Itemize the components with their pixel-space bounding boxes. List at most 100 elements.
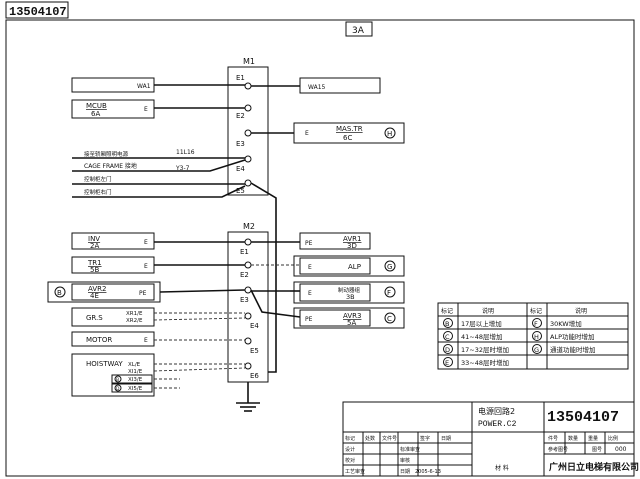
company-name: 广州日立电梯有限公司 <box>549 461 639 473</box>
avr2-box <box>71 283 155 301</box>
tb-row4-c2: 日期 <box>400 469 410 475</box>
alp-marker: G <box>387 263 392 271</box>
avr2-port: PE <box>139 290 147 297</box>
legend-r4-m1: E <box>445 359 449 367</box>
avr3-wire <box>250 289 301 318</box>
m1-e2 <box>244 104 252 112</box>
hoistway-xi3-box <box>111 374 153 384</box>
avr3-sub: 5A <box>347 319 356 327</box>
marker-c-circle <box>384 312 396 324</box>
tb-sheet-value: 000 <box>615 446 627 453</box>
m1-e4-label: E4 <box>236 165 245 173</box>
cage-frame-label: CAGE FRAME 接地 <box>84 162 137 170</box>
title-block: 电源回路2 POWER.C2 13504107 标记 处数 文件号 签字 日期 … <box>342 401 639 477</box>
hoistway-name: HOISTWAY <box>86 360 123 368</box>
tb-row1-c5: 日期 <box>441 436 451 442</box>
hoistway-wire-2 <box>153 367 246 372</box>
inv-name: INV <box>88 235 100 243</box>
marker-h: H <box>387 130 392 138</box>
title-cn: 电源回路2 <box>478 406 515 416</box>
tb-row1-c3: 文件号 <box>382 435 397 442</box>
alp-name: ALP <box>348 263 361 271</box>
mcub-box <box>71 99 155 119</box>
m2-e1-label: E1 <box>240 248 249 256</box>
legend-r2-marker-circle <box>443 331 453 341</box>
tb-right-4: 比例 <box>608 435 618 442</box>
legend-r3-marker2-circle <box>532 344 542 354</box>
brake-outer-box <box>293 281 405 304</box>
title-en: POWER.C2 <box>478 420 517 429</box>
legend-r1-marker-circle <box>443 318 453 328</box>
mastr-sub: 6C <box>343 134 352 142</box>
inv-port: E <box>144 239 148 246</box>
legend-r3-d2: 通道功能时增加 <box>550 345 596 354</box>
avr2-wire <box>159 289 246 293</box>
legend-table: 标记 说明 标记 说明 B 17层以上增加 F 30KW增加 C 41~48层增… <box>437 302 629 370</box>
mcub-port: E <box>144 106 148 113</box>
avr3-outer-box <box>293 307 405 329</box>
cage-light-label: 接至轿厢照明电源 <box>84 150 129 158</box>
tb-ref-label: 参考图号 <box>548 446 568 453</box>
motor-box <box>71 331 155 347</box>
mcub-sub: 6A <box>91 110 100 118</box>
m1-e5-label: E5 <box>236 187 245 195</box>
legend-r1-d1: 17层以上增加 <box>461 319 502 328</box>
avr2-sub: 4E <box>90 292 99 300</box>
hoistway-xi5-box <box>111 383 153 393</box>
legend-r2-d2: ALP功能时增加 <box>550 332 595 341</box>
legend-r3-m1: D <box>445 346 450 354</box>
m2-e6-label: E6 <box>250 372 259 380</box>
marker-f-circle <box>384 286 396 298</box>
tb-row1-c1: 标记 <box>345 435 355 442</box>
tb-sheet-label: 图号 <box>592 447 602 453</box>
hoistway-marker3: B <box>116 377 119 383</box>
tr1-port: E <box>144 263 148 270</box>
tb-right-1: 件号 <box>548 435 558 442</box>
m2-e4-label: E4 <box>250 322 259 330</box>
alp-port: E <box>308 264 312 271</box>
l11-label: 11L16 <box>176 149 195 156</box>
legend-r2-m1: C <box>445 333 450 341</box>
hoistway-port2: XI1/E <box>128 369 143 375</box>
m2-e5-label: E5 <box>250 347 259 355</box>
m2-e6 <box>244 362 252 370</box>
hoistway-port3: XI3/E <box>128 377 143 383</box>
legend-r3-marker-circle <box>443 344 453 354</box>
m1-e1 <box>244 82 252 90</box>
tb-right-2: 数量 <box>568 435 578 442</box>
avr3-name: AVR3 <box>343 312 361 320</box>
alp-box <box>299 257 371 275</box>
wa15-box <box>299 77 381 94</box>
m2-e5 <box>244 337 252 345</box>
avr2-marker: B <box>57 289 62 297</box>
avr3-box <box>299 309 371 327</box>
legend-h2: 说明 <box>482 307 494 315</box>
m2-label: M2 <box>243 222 255 231</box>
inv-box <box>71 232 155 250</box>
m1-label: M1 <box>243 57 255 66</box>
grs-wire-2 <box>153 317 246 321</box>
mcub-name: MCUB <box>86 102 107 110</box>
brake-sub: 3B <box>346 293 355 301</box>
tb-row1-c4: 签字 <box>420 435 430 442</box>
motor-name: MOTOR <box>86 336 112 344</box>
mastr-box <box>293 122 405 144</box>
wa1-label: WA1 <box>137 83 151 90</box>
alp-outer-box <box>293 255 405 277</box>
m2-e2 <box>244 261 252 269</box>
m2-e4 <box>244 312 252 320</box>
legend-h1: 标记 <box>441 307 453 315</box>
tb-row4-c1: 工艺审查 <box>345 468 365 475</box>
m2-e2-label: E2 <box>240 271 249 279</box>
brake-marker: F <box>387 289 391 297</box>
m1-e4 <box>244 155 252 163</box>
marker-g-circle <box>384 260 396 272</box>
avr3-port: PE <box>305 316 313 323</box>
avr3-marker: C <box>387 315 392 323</box>
cage-frame-wire <box>72 159 246 172</box>
legend-r1-d2: 30KW增加 <box>550 319 582 328</box>
drawing-frame <box>5 19 635 477</box>
title-block-frame <box>342 401 635 477</box>
m1-e1-label: E1 <box>236 74 245 82</box>
